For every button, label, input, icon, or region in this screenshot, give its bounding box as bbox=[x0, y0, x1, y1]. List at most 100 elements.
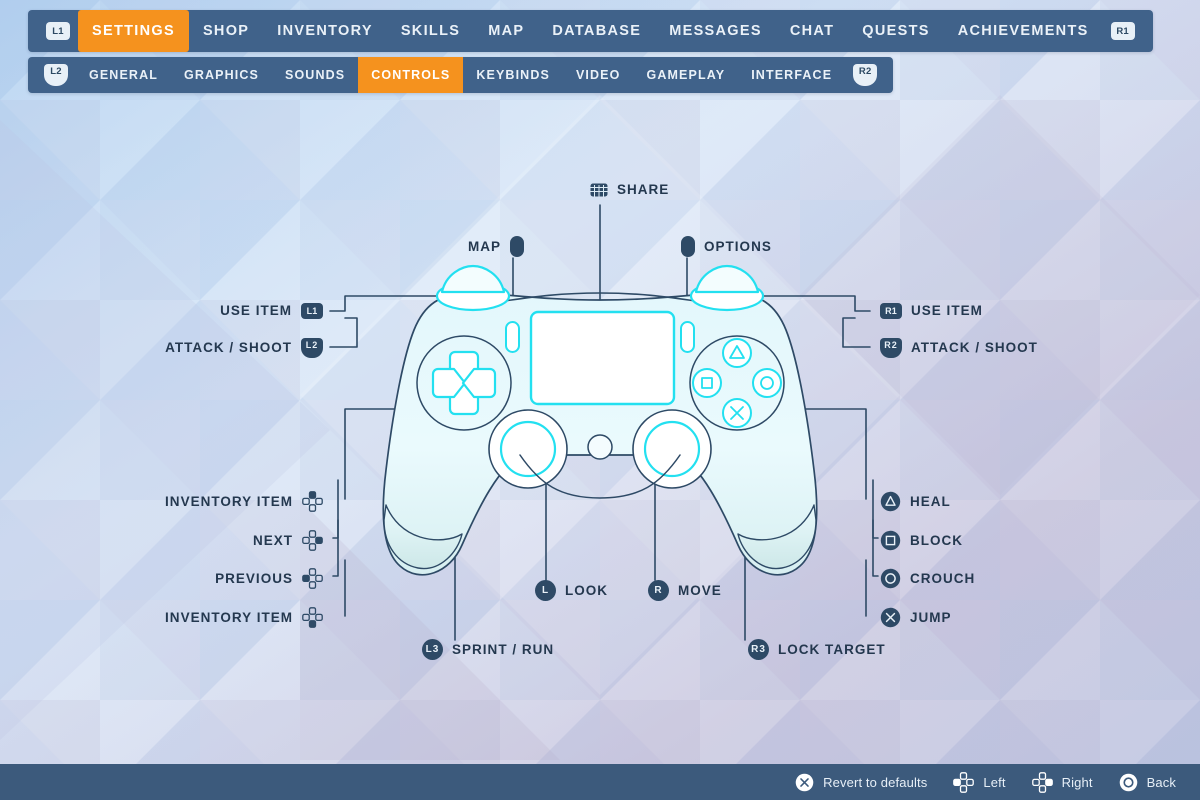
mapping-label: INVENTORY ITEM bbox=[165, 609, 293, 625]
mapping-heal[interactable]: HEAL bbox=[880, 491, 951, 512]
nav-item-inventory[interactable]: INVENTORY bbox=[263, 10, 387, 52]
dpad-up-icon bbox=[302, 491, 323, 512]
mapping-crouch[interactable]: CROUCH bbox=[880, 568, 975, 589]
nav-item-map[interactable]: MAP bbox=[474, 10, 538, 52]
l1-bumper-top bbox=[440, 264, 506, 294]
subnav-label: GAMEPLAY bbox=[646, 68, 726, 82]
footer-revert-to-defaults[interactable]: Revert to defaults bbox=[795, 773, 927, 792]
subnav-item-general[interactable]: GENERAL bbox=[76, 57, 171, 93]
touchpad-shape bbox=[529, 310, 676, 406]
nav-item-settings[interactable]: SETTINGS bbox=[78, 10, 189, 52]
subnav-item-keybinds[interactable]: KEYBINDS bbox=[463, 57, 563, 93]
subnav-right-trigger[interactable]: R2 bbox=[845, 64, 885, 86]
subnav-left-trigger[interactable]: L2 bbox=[36, 64, 76, 86]
footer-right[interactable]: Right bbox=[1031, 771, 1093, 793]
circle-button-icon bbox=[880, 568, 901, 589]
subnav-label: CONTROLS bbox=[371, 68, 451, 82]
dpad-left-icon bbox=[302, 568, 323, 589]
subnav-item-graphics[interactable]: GRAPHICS bbox=[171, 57, 272, 93]
mapping-label: USE ITEM bbox=[220, 303, 292, 319]
mapping-dpad-left[interactable]: PREVIOUS bbox=[215, 568, 323, 589]
mapping-dpad-down[interactable]: INVENTORY ITEM bbox=[165, 607, 323, 628]
share-button-shape bbox=[505, 321, 520, 353]
ps-home-button bbox=[587, 434, 613, 460]
nav-right-bumper[interactable]: R1 bbox=[1103, 22, 1143, 40]
nav-label: SETTINGS bbox=[92, 23, 175, 39]
mapping-label: INVENTORY ITEM bbox=[165, 493, 293, 509]
nav-label: ACHIEVEMENTS bbox=[957, 23, 1089, 39]
left-grip-shading bbox=[383, 504, 463, 570]
nav-label: DATABASE bbox=[552, 23, 642, 39]
square-button-icon bbox=[880, 530, 901, 551]
mapping-sprint[interactable]: L3 SPRINT / RUN bbox=[422, 639, 554, 660]
mapping-jump[interactable]: JUMP bbox=[880, 607, 952, 628]
footer-left[interactable]: Left bbox=[953, 771, 1006, 793]
mapping-options[interactable]: OPTIONS bbox=[681, 236, 772, 257]
subnav-item-video[interactable]: VIDEO bbox=[563, 57, 634, 93]
nav-item-database[interactable]: DATABASE bbox=[538, 10, 655, 52]
mapping-label: PREVIOUS bbox=[215, 570, 293, 586]
mapping-map[interactable]: MAP bbox=[468, 236, 525, 257]
nav-label: SKILLS bbox=[400, 23, 461, 39]
connector-left-bumpers bbox=[329, 295, 471, 348]
dpad-well bbox=[416, 335, 512, 431]
subnav-label: VIDEO bbox=[575, 68, 621, 82]
mapping-label: NEXT bbox=[252, 532, 293, 548]
left-stick-icon: L bbox=[535, 580, 556, 601]
nav-item-quests[interactable]: QUESTS bbox=[848, 10, 943, 52]
subnav-label: GRAPHICS bbox=[184, 68, 259, 82]
mapping-label: SPRINT / RUN bbox=[452, 641, 555, 657]
mapping-share[interactable]: SHARE bbox=[590, 183, 669, 197]
subnav-item-controls[interactable]: CONTROLS bbox=[358, 57, 464, 93]
body-seam bbox=[519, 454, 681, 499]
subnav-item-interface[interactable]: INTERFACE bbox=[738, 57, 845, 93]
mapping-label: SHARE bbox=[617, 182, 670, 198]
mapping-label: CROUCH bbox=[910, 570, 976, 586]
footer-label: Right bbox=[1061, 774, 1093, 790]
mapping-lock-target[interactable]: R3 LOCK TARGET bbox=[748, 639, 886, 660]
nav-label: CHAT bbox=[789, 23, 835, 39]
connector-right-bumpers bbox=[729, 295, 871, 348]
share-button-icon bbox=[510, 236, 525, 257]
mapping-right-use-item[interactable]: R1 USE ITEM bbox=[880, 303, 983, 319]
sub-nav-bar: L2 GENERAL GRAPHICS SOUNDS CONTROLS KEYB… bbox=[28, 57, 894, 93]
mapping-right-attack[interactable]: R2 ATTACK / SHOOT bbox=[880, 338, 1038, 358]
mapping-label: JUMP bbox=[910, 609, 952, 625]
circle-button-shape bbox=[752, 368, 782, 398]
footer-label: Left bbox=[983, 774, 1006, 790]
mapping-left-use-item[interactable]: USE ITEM L1 bbox=[220, 303, 323, 319]
nav-label: QUESTS bbox=[862, 23, 930, 39]
mapping-dpad-right[interactable]: NEXT bbox=[253, 530, 323, 551]
cross-glyph bbox=[730, 406, 744, 420]
square-button-shape bbox=[692, 368, 722, 398]
mapping-left-attack[interactable]: ATTACK / SHOOT L2 bbox=[165, 338, 323, 358]
face-buttons-well bbox=[689, 335, 785, 431]
nav-left-bumper[interactable]: L1 bbox=[38, 22, 78, 40]
nav-item-messages[interactable]: MESSAGES bbox=[655, 10, 776, 52]
mapping-look[interactable]: L LOOK bbox=[535, 580, 608, 601]
nav-label: INVENTORY bbox=[277, 23, 373, 39]
r2-trigger-icon: R2 bbox=[880, 338, 902, 358]
dpad-right-icon bbox=[1031, 771, 1053, 793]
subnav-item-gameplay[interactable]: GAMEPLAY bbox=[633, 57, 738, 93]
nav-item-skills[interactable]: SKILLS bbox=[387, 10, 474, 52]
subnav-item-sounds[interactable]: SOUNDS bbox=[272, 57, 358, 93]
dpad-left-icon bbox=[953, 771, 975, 793]
mapping-label: MOVE bbox=[678, 582, 722, 598]
cross-button-icon bbox=[880, 607, 901, 628]
mapping-move[interactable]: R MOVE bbox=[648, 580, 722, 601]
mapping-dpad-up[interactable]: INVENTORY ITEM bbox=[165, 491, 323, 512]
mapping-block[interactable]: BLOCK bbox=[880, 530, 963, 551]
subnav-label: GENERAL bbox=[89, 68, 158, 82]
circle-button-icon bbox=[1119, 773, 1138, 792]
mapping-label: ATTACK / SHOOT bbox=[165, 340, 292, 356]
nav-item-achievements[interactable]: ACHIEVEMENTS bbox=[944, 10, 1103, 52]
nav-label: SHOP bbox=[202, 23, 250, 39]
right-stick-cap bbox=[643, 420, 701, 478]
nav-item-chat[interactable]: CHAT bbox=[776, 10, 848, 52]
triangle-glyph bbox=[729, 345, 745, 359]
footer-bar: Revert to defaults Left bbox=[0, 764, 1200, 800]
footer-back[interactable]: Back bbox=[1119, 773, 1176, 792]
nav-item-shop[interactable]: SHOP bbox=[189, 10, 263, 52]
